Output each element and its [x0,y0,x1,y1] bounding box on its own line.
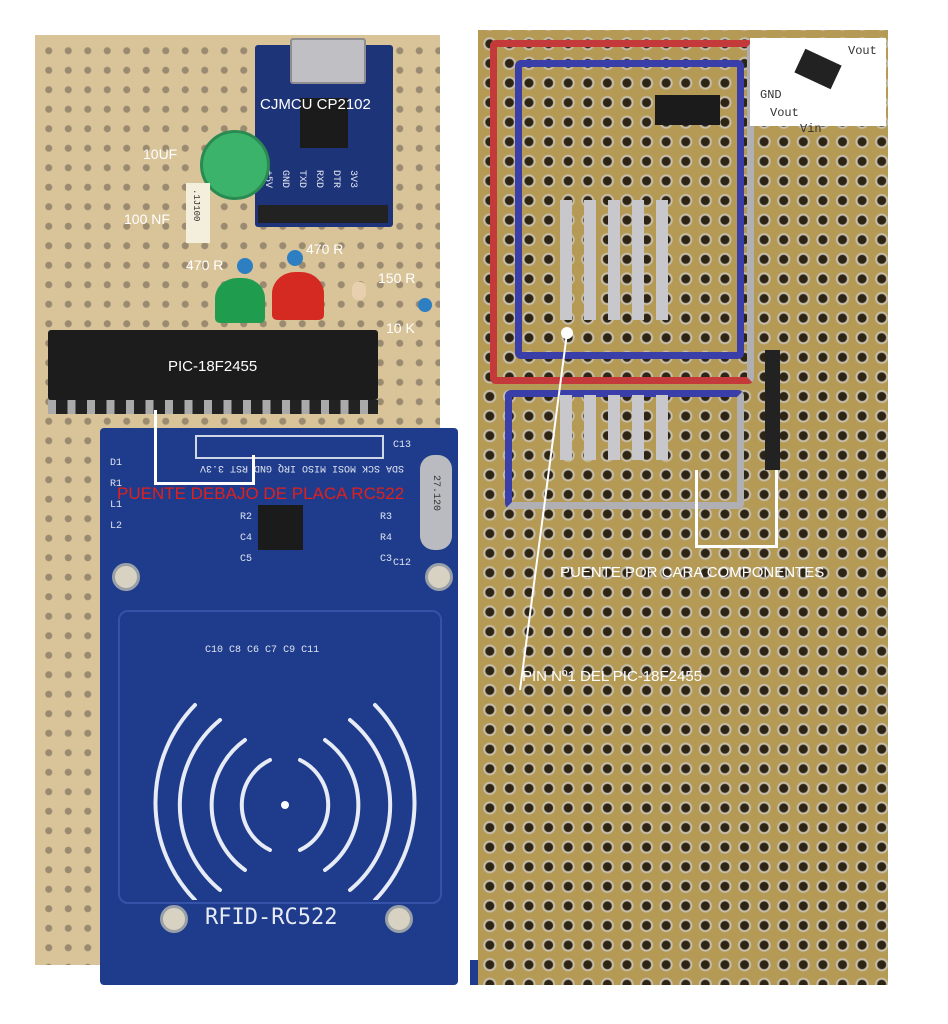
bridge-wire [695,470,698,548]
jumper-wire [765,350,780,470]
electrolytic-capacitor [200,130,270,200]
pin-label: GND [279,170,290,189]
part-label: R2 [240,512,253,523]
green-led [215,278,265,323]
pin-label: 3V3 [347,170,358,189]
rfid-pin-labels: SDA SCK MOSI MISO IRQ GND RST 3.3V [200,462,405,473]
vout-label: Vout [770,106,799,120]
res-10k-label: 10 K [386,320,415,336]
mount-hole [160,905,188,933]
mount-hole [385,905,413,933]
part-label: R3 [380,512,393,523]
part-label: C7 [265,645,278,656]
pin-label: +5V [262,170,273,189]
part-label: L1 [110,500,123,511]
bridge-wire [154,410,157,485]
pin-label: TXD [296,170,307,189]
rc522-chip [258,505,303,550]
cp2102-pin-labels: +5V GND TXD RXD DTR 3V3 [262,170,358,188]
cap-100nf-label: 100 NF [124,211,170,227]
film-capacitor: .1J100 [186,183,210,243]
regulator-icon [794,48,842,90]
rfid-header [195,435,384,459]
mid-components: R2 C4 C5 [240,512,252,565]
c13-label: C13 [393,440,412,451]
solder-pads [560,395,680,460]
gnd-label: GND [760,88,782,102]
bridge-wire [252,455,255,485]
res-470-label: 470 R [306,241,344,257]
part-label: C4 [240,533,253,544]
resistor-10k [418,298,432,312]
part-label: C5 [240,554,253,565]
pic-label: PIC-18F2455 [168,358,258,375]
red-led [272,272,324,320]
right-components: R3 R4 C3 [380,512,392,565]
pin-label: DTR [330,170,341,189]
part-label: L2 [110,521,123,532]
vout-tab-label: Vout [848,44,877,58]
cp2102-label: CJMCU CP2102 [260,96,371,113]
usb-connector [290,38,366,84]
part-label: C8 [229,645,242,656]
pin1-label: PIN Nº1 DEL PIC-18F2455 [522,668,702,685]
regulator-inset: Vout GND Vout Vin [750,38,886,136]
solder-trace-blue [505,390,744,509]
solder-trace-blue [515,60,744,359]
part-label: C9 [283,645,296,656]
vin-label: Vin [800,122,822,136]
part-label: C6 [247,645,260,656]
cap-10uf-label: 10UF [143,146,178,162]
res-150-label: 150 R [378,270,416,286]
cp2102-chip [300,98,348,148]
part-label: R1 [110,479,123,490]
part-label: C11 [301,645,320,656]
rfid-waves-icon [153,703,417,900]
c12-label: C12 [393,558,412,569]
pic-chip [48,330,378,400]
resistor [287,250,303,266]
solder-pads [560,200,680,320]
crystal: 27.120 [420,455,452,550]
part-label: C3 [380,554,393,565]
left-components: D1 R1 L1 L2 [110,458,122,532]
bridge-under-label: PUENTE DEBAJO DE PLACA RC522 [117,484,405,503]
pin1-pointer [519,327,573,691]
pin-header [258,205,388,223]
solder-trace-red [490,40,754,384]
pin-label: RXD [313,170,324,189]
part-label: D1 [110,458,123,469]
part-label: R4 [380,533,393,544]
mount-hole [425,563,453,591]
mount-hole [112,563,140,591]
bridge-wire [695,545,777,548]
bridge-wire [154,482,254,485]
cap-row: C10 C8 C6 C7 C9 C11 [205,645,319,656]
pic-pins [48,400,378,414]
resistor [237,258,253,274]
rfid-title: RFID-RC522 [205,905,338,930]
res-470-label: 470 R [186,257,224,273]
bridge-components-label: PUENTE POR CARA COMPONENTES [560,564,825,581]
part-label: C10 [205,645,224,656]
resistor-150 [352,282,366,300]
antenna-trace [118,610,442,904]
regulator-chip [655,95,720,125]
bridge-wire [775,470,778,548]
